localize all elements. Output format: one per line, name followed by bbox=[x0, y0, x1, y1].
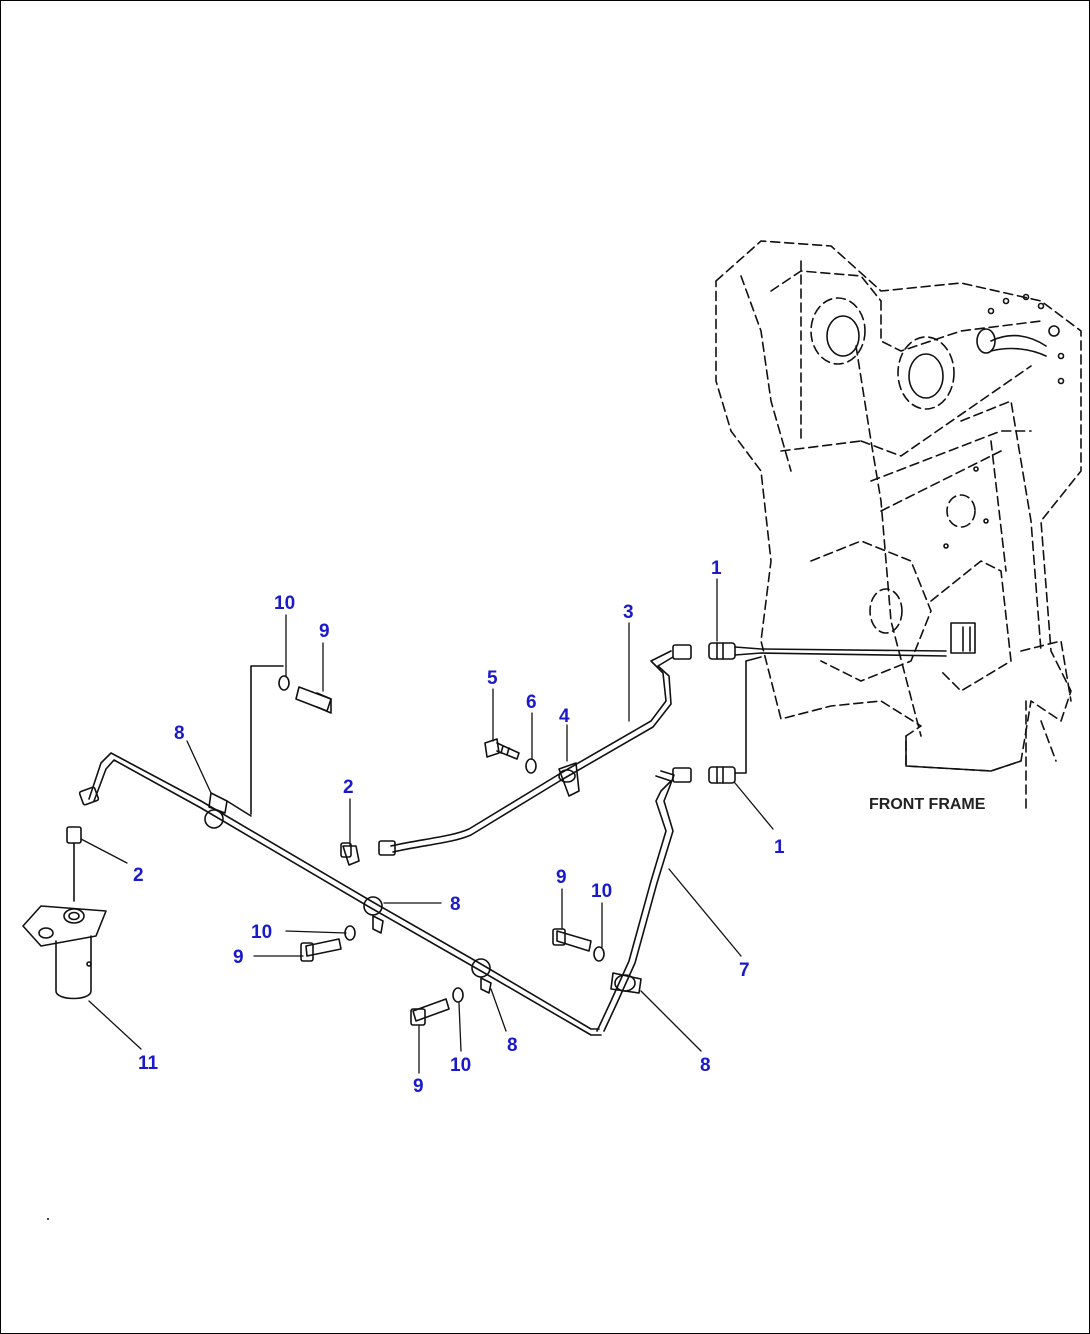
long-pipe bbox=[78, 752, 602, 1036]
washer-6 bbox=[525, 758, 537, 774]
pipe-3 bbox=[378, 644, 692, 856]
front-frame-caption: FRONT FRAME bbox=[869, 796, 986, 813]
callout-8-lower-right: 8 bbox=[700, 1055, 711, 1076]
bracket-line bbox=[250, 665, 284, 815]
callout-9-top: 9 bbox=[319, 621, 330, 642]
clamp-8-d bbox=[610, 972, 642, 994]
connector-1-lower bbox=[708, 656, 762, 784]
callout-9-bottom: 9 bbox=[413, 1076, 424, 1097]
callout-labels: 1 1 2 2 3 4 5 6 7 8 8 8 8 9 9 9 9 10 10 … bbox=[133, 558, 785, 1097]
bolt-9-mid-left bbox=[300, 938, 342, 962]
callout-1-lower: 1 bbox=[774, 837, 785, 858]
callout-8-lower-middle: 8 bbox=[507, 1035, 518, 1056]
callout-1-upper: 1 bbox=[711, 558, 722, 579]
clamp-8-a bbox=[204, 792, 252, 829]
bolt-9-bottom bbox=[410, 998, 450, 1026]
callout-2-left: 2 bbox=[133, 865, 144, 886]
fitting-2-left bbox=[66, 826, 82, 902]
callout-4: 4 bbox=[559, 706, 570, 727]
callout-8-upper-left: 8 bbox=[174, 723, 185, 744]
washer-10-mid-right bbox=[593, 946, 605, 962]
washer-10-top bbox=[278, 675, 290, 691]
callout-8-middle: 8 bbox=[450, 894, 461, 915]
leader-lines bbox=[80, 578, 774, 1074]
bolt-5 bbox=[484, 738, 520, 760]
bolt-9-top bbox=[295, 686, 332, 714]
clamp-8-b bbox=[363, 896, 384, 934]
connector-1-upper bbox=[708, 642, 947, 660]
callout-10-mid-left: 10 bbox=[251, 922, 272, 943]
cylinder-11 bbox=[22, 905, 107, 1000]
clamp-8-c bbox=[471, 958, 492, 994]
callout-10-bottom: 10 bbox=[450, 1055, 471, 1076]
callout-3: 3 bbox=[623, 602, 634, 623]
stray-dot bbox=[47, 1218, 49, 1220]
callout-10-mid-right: 10 bbox=[591, 881, 612, 902]
callout-5: 5 bbox=[487, 668, 498, 689]
bolt-9-mid-right bbox=[552, 928, 592, 952]
front-frame-drawing bbox=[715, 240, 1082, 812]
washer-10-bottom bbox=[452, 987, 464, 1003]
callout-9-mid-left: 9 bbox=[233, 947, 244, 968]
callout-6: 6 bbox=[526, 692, 537, 713]
clamp-4 bbox=[558, 762, 580, 797]
elbow-2-middle bbox=[340, 842, 360, 866]
callout-2-middle: 2 bbox=[343, 777, 354, 798]
callout-11: 11 bbox=[138, 1053, 159, 1074]
callout-9-mid-right: 9 bbox=[556, 867, 567, 888]
callout-7: 7 bbox=[739, 960, 750, 981]
callout-10-top: 10 bbox=[274, 593, 295, 614]
